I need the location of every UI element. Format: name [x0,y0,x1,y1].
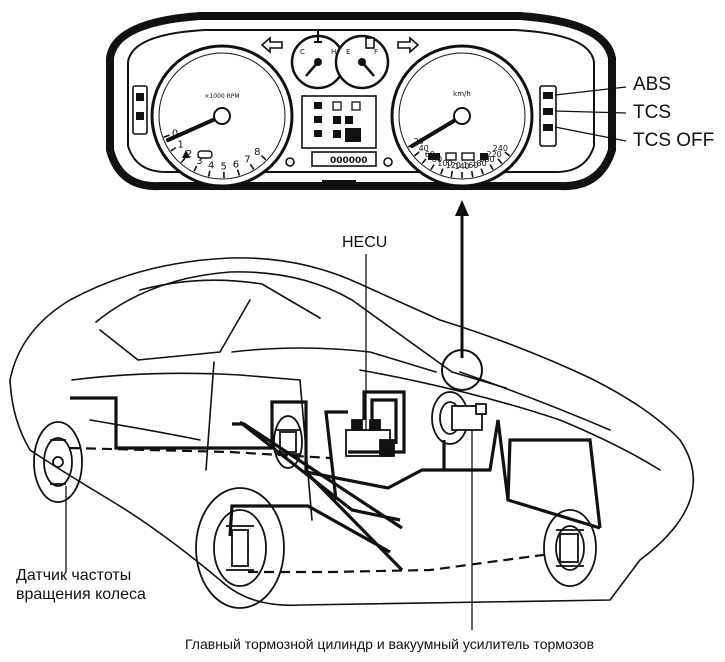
tachometer-tick [193,165,198,172]
wheel-sensor-label-line1: Датчик частоты [16,567,132,584]
tachometer-tick-label: 7 [244,155,250,166]
speedometer-tick-label: 180 [471,159,486,168]
speedometer-tick-label: 220 [486,150,501,159]
speedometer-tick [504,151,511,157]
speedometer-tick [413,151,420,157]
door-icon [445,152,457,161]
fuel-high-label: F [374,48,378,56]
tachometer-tick-label: 1 [178,140,184,151]
wheel-sensor-label-line2: вращения колеса [16,586,146,603]
tachometer-unit: ×1000 RPM [204,93,239,100]
abs-label: ABS [633,74,672,95]
front-left-wheel [195,487,285,609]
fuel-pump-icon [365,37,375,49]
car-outline [9,257,695,607]
abs-leader-line [554,86,627,96]
speedometer-tick-label: 100 [437,159,452,168]
seatbelt-icon [197,150,213,159]
tcs-lamp [543,108,553,115]
tachometer-tick [207,170,211,177]
rear-right-wheel-sensor [273,415,303,469]
abs-lamp [543,92,553,99]
speedometer-tick [421,158,427,165]
brake-booster [431,391,487,445]
brake-lines [70,390,602,572]
speedometer: 20406080100120140160180200220240 km/h [390,44,534,188]
speedometer-tick [480,168,484,175]
tachometer-tick [236,169,241,176]
pointer-arrow-head [455,200,469,216]
brake-icon [480,153,488,160]
speedometer-tick [440,168,444,175]
rear-left-wheel [33,421,83,503]
temp-high-label: H [331,48,336,56]
tachometer-tick [163,134,170,138]
speedometer-tick-label: 240 [493,144,508,153]
tachometer-tick-label: 8 [254,147,260,158]
speedometer-tick [430,164,435,171]
sensor-wires [69,446,551,574]
fuel-low-label: E [346,48,350,56]
tachometer-tick-label: 2 [186,149,192,160]
tcs-label: TCS [633,102,671,123]
speedometer-tick-label: 120 [446,161,461,170]
speedometer-tick-label: 160 [463,161,478,170]
tachometer-tick [180,157,186,164]
hecu-label: HECU [342,234,388,251]
tachometer-needle [166,114,224,142]
tachometer-tick-label: 0 [172,129,178,140]
central-warning-block [301,95,377,149]
oil-icon [461,152,475,161]
speedometer-tick [470,171,474,178]
tcs-leader-line [554,110,627,114]
tachometer-tick-label: 4 [208,160,214,171]
front-right-wheel [543,509,597,587]
right-turn-icon [397,36,420,54]
tcs-off-lamp [543,124,553,131]
odometer-value: 000000 [330,156,368,166]
tachometer-tick [261,155,267,161]
left-turn-icon [260,36,283,54]
tachometer-tick-label: 6 [233,160,239,171]
warning-icon [182,150,190,158]
tachometer-tick-label: 3 [196,156,202,167]
tachometer-tick [249,163,255,170]
speedometer-tick [489,164,494,171]
speedometer-tick-label: 140 [454,162,469,171]
odometer-display [311,151,377,167]
speedometer-needle [410,114,464,148]
speedometer-tick [497,158,503,165]
temp-low-label: C [300,48,305,56]
cluster-location-circle [441,349,483,391]
speedometer-unit: km/h [453,90,471,98]
tachometer-tick [170,146,177,152]
master-cylinder-label: Главный тормозной цилиндр и вакуумный ус… [185,636,595,652]
speedometer-tick [450,171,454,178]
battery-icon [428,153,440,160]
tachometer-tick-label: 5 [220,161,226,172]
tcs-off-label: TCS OFF [633,130,715,151]
tcs-off-leader-line [554,126,627,142]
speedometer-tick-label: 40 [419,144,429,153]
fuel-gauge: E F [334,34,390,90]
